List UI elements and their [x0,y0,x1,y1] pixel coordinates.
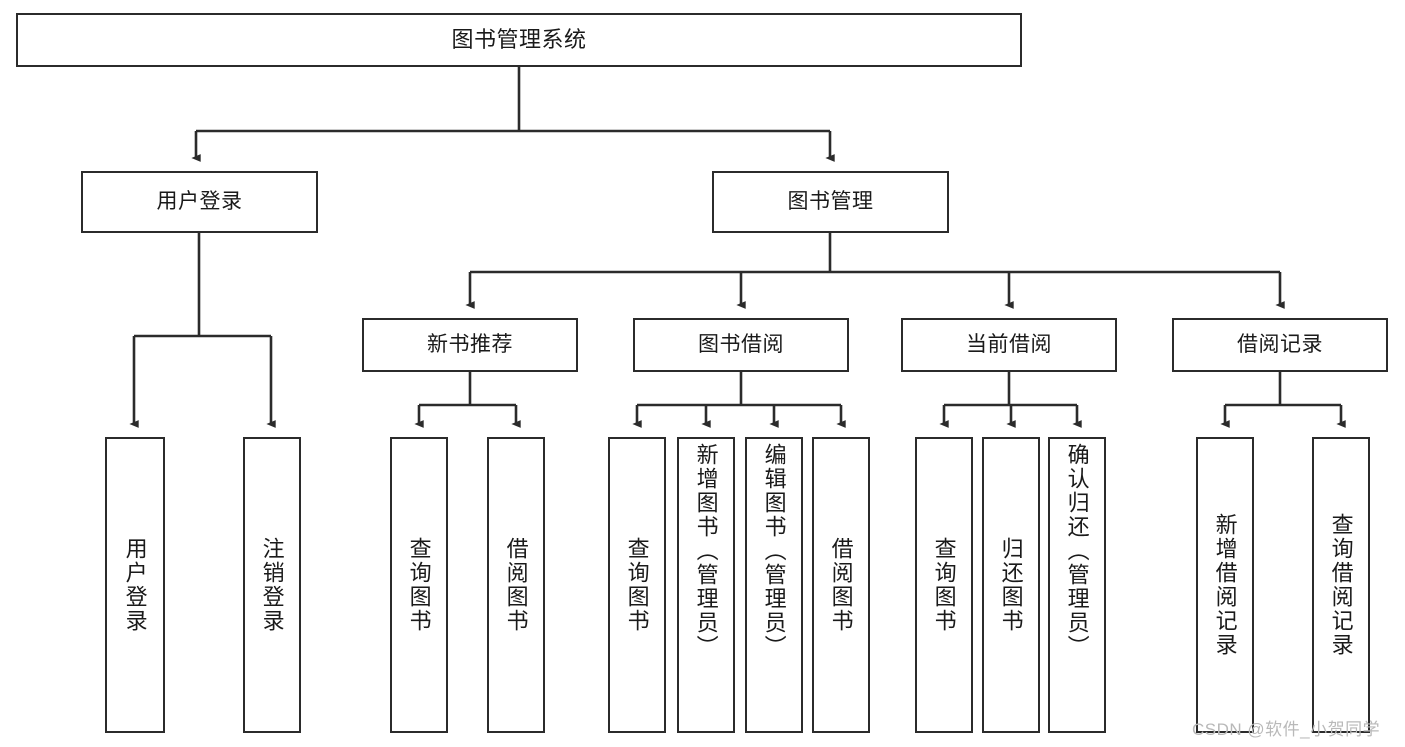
node-leaf-borrow-book-2-label: 借阅图书 [828,537,854,633]
node-root-label: 图书管理系统 [451,26,587,52]
node-root[interactable]: 图书管理系统 [16,13,1022,67]
node-new-book-recommend[interactable]: 新书推荐 [362,318,578,372]
node-leaf-query-record[interactable]: 查询借阅记录 [1312,437,1370,733]
node-user-login[interactable]: 用户登录 [81,171,318,233]
node-leaf-return-book-label: 归还图书 [998,537,1024,633]
node-leaf-confirm-return-label: 确认归还（管理员） [1064,443,1090,659]
node-new-book-recommend-label: 新书推荐 [427,333,513,357]
node-leaf-query-book-3[interactable]: 查询图书 [915,437,973,733]
node-leaf-user-logout-label: 注销登录 [259,537,285,633]
node-leaf-add-book-label: 新增图书（管理员） [693,443,719,659]
node-borrow-record-label: 借阅记录 [1237,333,1323,357]
node-borrow-record[interactable]: 借阅记录 [1172,318,1388,372]
node-leaf-add-record-label: 新增借阅记录 [1212,513,1238,657]
node-leaf-query-book-2[interactable]: 查询图书 [608,437,666,733]
node-leaf-edit-book[interactable]: 编辑图书（管理员） [745,437,803,733]
node-book-borrow-label: 图书借阅 [698,333,784,357]
node-book-management[interactable]: 图书管理 [712,171,949,233]
node-leaf-user-login-label: 用户登录 [122,537,148,633]
node-leaf-query-book-3-label: 查询图书 [931,537,957,633]
node-book-borrow[interactable]: 图书借阅 [633,318,849,372]
node-leaf-borrow-book-1[interactable]: 借阅图书 [487,437,545,733]
node-leaf-add-book[interactable]: 新增图书（管理员） [677,437,735,733]
node-leaf-query-book-2-label: 查询图书 [624,537,650,633]
node-leaf-query-record-label: 查询借阅记录 [1328,513,1354,657]
node-leaf-user-logout[interactable]: 注销登录 [243,437,301,733]
node-current-borrow[interactable]: 当前借阅 [901,318,1117,372]
node-leaf-borrow-book-2[interactable]: 借阅图书 [812,437,870,733]
node-leaf-confirm-return[interactable]: 确认归还（管理员） [1048,437,1106,733]
node-book-management-label: 图书管理 [787,190,874,214]
node-leaf-edit-book-label: 编辑图书（管理员） [761,443,787,659]
node-leaf-add-record[interactable]: 新增借阅记录 [1196,437,1254,733]
node-leaf-borrow-book-1-label: 借阅图书 [503,537,529,633]
node-leaf-query-book-1[interactable]: 查询图书 [390,437,448,733]
node-leaf-user-login[interactable]: 用户登录 [105,437,165,733]
node-leaf-query-book-1-label: 查询图书 [406,537,432,633]
node-current-borrow-label: 当前借阅 [966,333,1052,357]
csdn-watermark: CSDN @软件_小贺同学 [1192,720,1381,739]
node-user-login-label: 用户登录 [156,190,243,214]
node-leaf-return-book[interactable]: 归还图书 [982,437,1040,733]
